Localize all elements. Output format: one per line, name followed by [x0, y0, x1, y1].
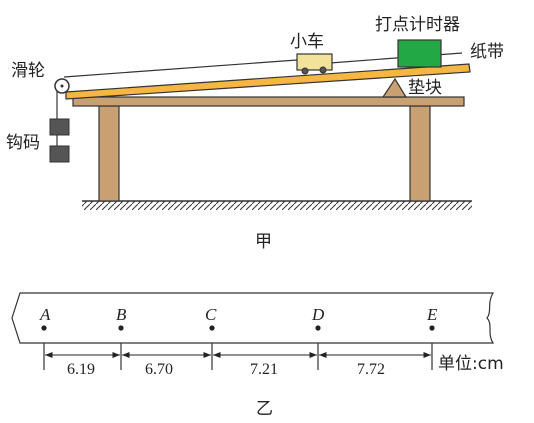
inclined-board: [65, 63, 471, 100]
point-label-a: A: [39, 305, 51, 324]
string-top: [63, 59, 298, 78]
table-leg-left: [98, 105, 120, 202]
figure-a-caption: 甲: [255, 232, 272, 252]
timer-device: [397, 39, 442, 68]
weight-upper: [49, 118, 70, 136]
cart-wheel-right: [319, 66, 327, 74]
tape-label: 纸带: [470, 42, 504, 62]
pulley-label: 滑轮: [11, 61, 45, 81]
paper-tape: [329, 52, 463, 64]
weight-lower: [49, 145, 70, 163]
distance-cd: 7.21: [250, 361, 278, 378]
tape-dot-b: [118, 325, 124, 331]
point-label-c: C: [205, 305, 217, 324]
pulley-axle: [60, 84, 64, 88]
distance-ab: 6.19: [67, 361, 95, 378]
wedge-block: [381, 77, 408, 98]
point-label-d: D: [311, 305, 325, 324]
table-top: [72, 96, 465, 107]
tape-outline: [11, 292, 495, 344]
figure-b-caption: 乙: [256, 399, 273, 419]
point-label-b: B: [116, 305, 127, 324]
cart-body: [296, 53, 333, 71]
cart-wheel-left: [301, 67, 309, 75]
tape-figure: A B C D E 6.19 6.70 7.21 7.72 单位:cm 乙: [11, 292, 504, 419]
table-leg-right: [409, 105, 431, 202]
point-label-e: E: [426, 305, 438, 324]
distance-bc: 6.70: [145, 361, 173, 378]
tape-dot-e: [429, 325, 435, 331]
cart-label: 小车: [290, 32, 324, 52]
apparatus-figure: 滑轮 钩码 小车 打点计时器 纸带 垫块 甲: [6, 15, 504, 252]
timer-label: 打点计时器: [375, 15, 460, 35]
ground-hatch: [82, 201, 472, 210]
tape-dot-d: [315, 325, 321, 331]
tape-dot-a: [41, 325, 47, 331]
block-label: 垫块: [408, 78, 442, 98]
unit-label: 单位:cm: [438, 354, 504, 374]
distance-de: 7.72: [357, 361, 385, 378]
tape-dot-c: [209, 325, 215, 331]
weight-label: 钩码: [6, 133, 40, 153]
